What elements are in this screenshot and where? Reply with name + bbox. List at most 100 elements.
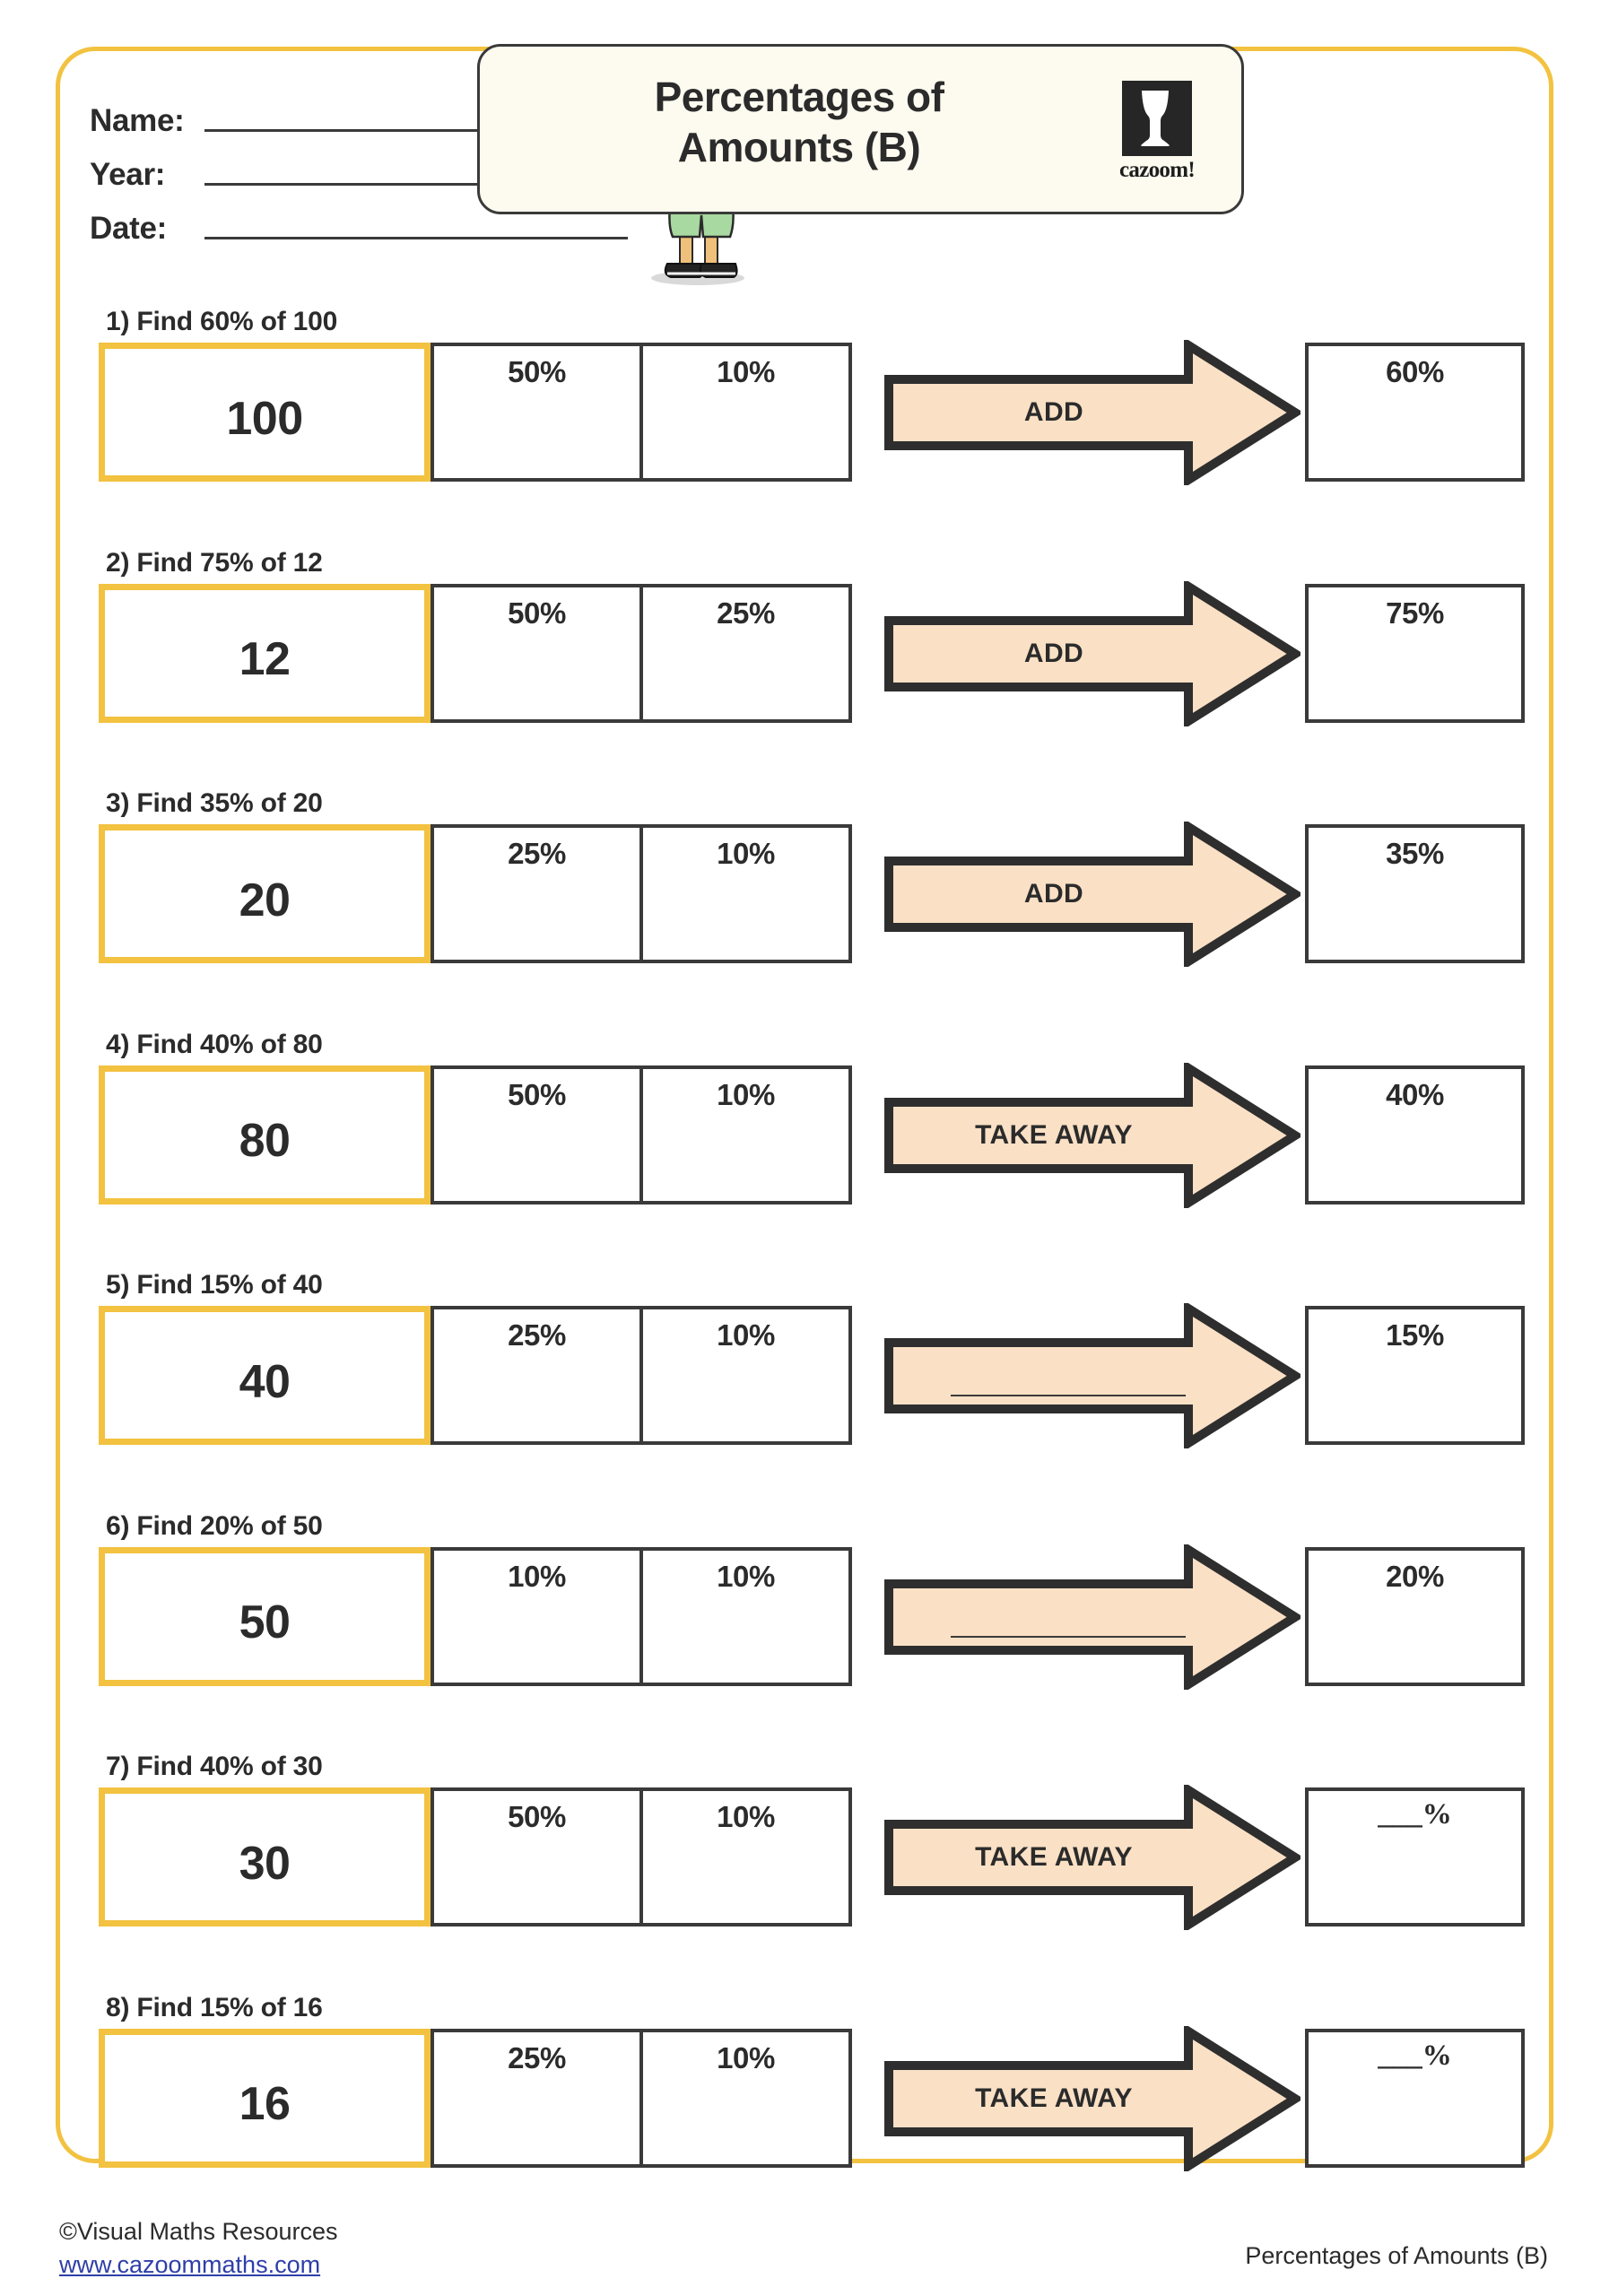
result-box[interactable]: ___%: [1305, 2028, 1525, 2168]
date-input-line[interactable]: [204, 236, 628, 239]
result-box[interactable]: 20%: [1305, 1546, 1525, 1686]
percentage-cell-1[interactable]: 25%: [434, 1309, 639, 1441]
operation-arrow: ADD: [883, 340, 1300, 485]
result-box[interactable]: 15%: [1305, 1306, 1525, 1445]
result-box[interactable]: 75%: [1305, 583, 1525, 723]
operation-arrow: ADD: [883, 822, 1300, 967]
operation-arrow: TAKE AWAY: [883, 1062, 1300, 1208]
amount-value: 12: [239, 633, 291, 685]
right-arrow-icon: [884, 1785, 1300, 1930]
question-label: 6) Find 20% of 50: [106, 1510, 323, 1541]
cazoom-logo: cazoom!: [1105, 81, 1209, 188]
operation-arrow: TAKE AWAY: [883, 1785, 1300, 1930]
page-title-line-1: Percentages of: [654, 74, 944, 120]
right-arrow-icon: [884, 580, 1300, 726]
amount-value: 20: [239, 874, 291, 926]
operation-arrow: TAKE AWAY: [883, 2025, 1300, 2171]
percentage-cell-2[interactable]: 10%: [639, 828, 848, 960]
percentage-label-1: 25%: [508, 1318, 566, 1352]
percentage-label-1: 50%: [508, 596, 566, 630]
amount-box: 100: [99, 343, 431, 482]
percentage-cells: 10%10%: [431, 1546, 852, 1686]
result-box[interactable]: 60%: [1305, 343, 1525, 482]
percentage-label-2: 10%: [717, 1077, 775, 1111]
year-input-line[interactable]: [204, 182, 628, 186]
result-percentage-label: 20%: [1386, 1559, 1444, 1593]
percentage-cells: 25% 10%: [431, 2028, 852, 2168]
question-row: 3) Find 35% of 20 20 25% 10% ADD 35%: [0, 788, 1618, 990]
right-arrow-icon: [884, 2025, 1300, 2171]
right-arrow-icon: [884, 1303, 1300, 1448]
question-label: 3) Find 35% of 20: [106, 788, 323, 818]
percentage-label-1: 25%: [508, 837, 566, 870]
footer-credits: ©Visual Maths Resources www.cazoommaths.…: [59, 2215, 338, 2282]
right-arrow-icon: [884, 1544, 1300, 1690]
percentage-label-2: 25%: [717, 596, 775, 630]
right-arrow-icon: [884, 340, 1300, 485]
operation-blank-line[interactable]: [951, 1394, 1186, 1396]
percentage-cells: 50% 10%: [431, 343, 852, 482]
title-panel: Percentages of Amounts (B) cazoom!: [477, 44, 1244, 214]
operation-arrow: ADD: [883, 580, 1300, 726]
operation-arrow: [883, 1544, 1300, 1690]
percentage-cell-1[interactable]: 50%: [434, 1069, 639, 1201]
amount-value: 16: [239, 2078, 291, 2130]
percentage-label-2: 10%: [717, 1800, 775, 1833]
percentage-label-2: 10%: [717, 2040, 775, 2074]
name-field-row: Name:: [90, 86, 628, 140]
percentage-cell-2[interactable]: 10%: [639, 1068, 848, 1201]
percentage-cell-2[interactable]: 10%: [639, 1791, 848, 1923]
name-input-line[interactable]: [204, 128, 628, 132]
amount-box: 50: [99, 1546, 431, 1686]
amount-box: 20: [99, 824, 431, 963]
amount-value: 50: [239, 1596, 291, 1648]
result-box[interactable]: 40%: [1305, 1065, 1525, 1205]
percentage-label-1: 50%: [508, 355, 566, 388]
cazoom-logo-text: cazoom!: [1119, 158, 1196, 182]
website-link[interactable]: www.cazoommaths.com: [59, 2251, 321, 2278]
page-title: Percentages of Amounts (B): [530, 72, 1068, 172]
percentage-cell-1[interactable]: 50%: [434, 587, 639, 719]
percentage-cell-2[interactable]: 10%: [639, 2031, 848, 2164]
question-label: 8) Find 15% of 16: [106, 1992, 323, 2022]
percentage-label-1: 25%: [508, 2040, 566, 2074]
percentage-cell-2[interactable]: 10%: [639, 346, 848, 478]
percentage-cell-2[interactable]: 10%: [639, 1309, 848, 1441]
question-label: 2) Find 75% of 12: [106, 547, 323, 578]
worksheet-header: Name: Year: Date:: [56, 44, 1553, 287]
percentage-cell-1[interactable]: 25%: [434, 2032, 639, 2164]
question-row: 6) Find 20% of 50 50 10%10% 20%: [0, 1511, 1618, 1713]
result-percentage-label: 40%: [1386, 1077, 1444, 1111]
amount-value: 100: [226, 392, 303, 445]
result-percentage-label: 75%: [1386, 596, 1444, 630]
percentage-cells: 25% 10%: [431, 824, 852, 963]
result-blank-label: ___%: [1378, 1798, 1452, 1831]
student-details-block: Name: Year: Date:: [90, 86, 628, 248]
amount-value: 30: [239, 1837, 291, 1890]
question-row: 7) Find 40% of 30 30 50% 10% TAKE AWAY ___%: [0, 1752, 1618, 1953]
goblet-icon: [1141, 91, 1170, 146]
percentage-cell-1[interactable]: 50%: [434, 1791, 639, 1923]
year-label: Year:: [90, 157, 166, 192]
result-box[interactable]: 35%: [1305, 824, 1525, 963]
question-label: 5) Find 15% of 40: [106, 1270, 323, 1300]
percentage-cell-1[interactable]: 10%: [434, 1551, 639, 1683]
percentage-cell-1[interactable]: 50%: [434, 346, 639, 478]
result-percentage-label: 60%: [1386, 355, 1444, 388]
amount-box: 12: [99, 583, 431, 723]
operation-blank-line[interactable]: [951, 1635, 1186, 1638]
question-row: 2) Find 75% of 12 12 50% 25% ADD 75%: [0, 548, 1618, 750]
question-row: 1) Find 60% of 100 100 50% 10% ADD 60%: [0, 307, 1618, 509]
result-percentage-label: 35%: [1386, 837, 1444, 870]
percentage-cell-1[interactable]: 25%: [434, 828, 639, 960]
percentage-cell-2[interactable]: 25%: [639, 587, 848, 719]
operation-arrow: [883, 1303, 1300, 1448]
question-label: 1) Find 60% of 100: [106, 307, 338, 336]
question-label: 7) Find 40% of 30: [106, 1752, 323, 1781]
percentage-cell-2[interactable]: 10%: [639, 1550, 848, 1683]
result-box[interactable]: ___%: [1305, 1787, 1525, 1926]
percentage-label-2: 10%: [717, 355, 775, 388]
percentage-cells: 25% 10%: [431, 1306, 852, 1445]
